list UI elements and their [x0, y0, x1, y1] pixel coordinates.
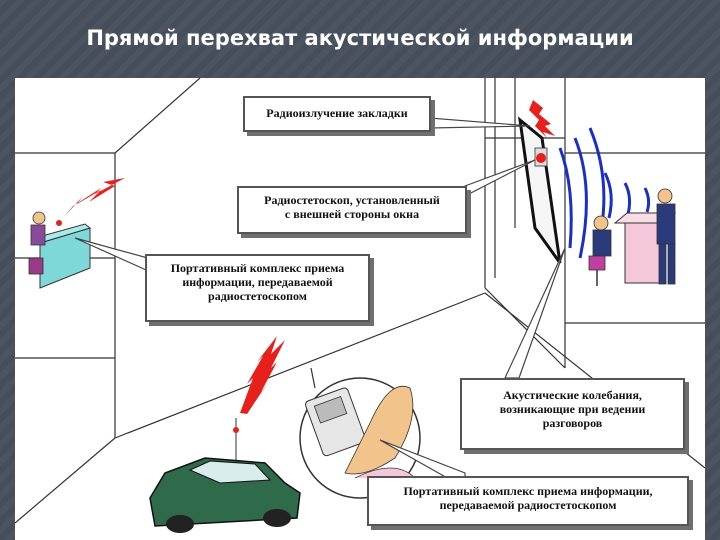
- callout-portable-top-line-2: информации, передаваемой: [182, 275, 333, 289]
- left-building: [15, 78, 201, 524]
- diagram-panel: Радиоизлучение закладки Радиостетоскоп, …: [15, 78, 705, 540]
- callout-portable-top: Портативный комплекс приема информации, …: [145, 254, 370, 322]
- window: [517, 100, 562, 264]
- diagram-illustration: [15, 78, 705, 533]
- right-room-people: [588, 188, 677, 286]
- acoustic-waves: [558, 127, 651, 259]
- slide-title: Прямой перехват акустической информации: [86, 26, 634, 50]
- street-lines: [114, 292, 486, 439]
- callout-radio-emission: Радиоизлучение закладки: [243, 96, 431, 132]
- callout-acoustic: Акустические колебания, возникающие при …: [460, 378, 685, 450]
- callout-portable-bottom-line-1: Портативный комплекс приема информации,: [403, 484, 653, 498]
- callout-radio-emission-text: Радиоизлучение закладки: [266, 106, 408, 120]
- left-desk-operator: [28, 178, 125, 289]
- device-inset: [299, 367, 421, 499]
- callout-acoustic-line-1: Акустические колебания,: [503, 388, 642, 402]
- callout-portable-top-line-3: радиостетоскопом: [208, 289, 307, 303]
- callout-stethoscope-line-1: Радиостетоскоп, установленный: [264, 193, 440, 207]
- callout-stethoscope-line-2: с внешней стороны окна: [284, 207, 420, 221]
- callout-acoustic-line-2: возникающие при ведении: [499, 402, 646, 416]
- callout-portable-top-line-1: Портативный комплекс приема: [170, 261, 345, 275]
- callout-stethoscope: Радиостетоскоп, установленный с внешней …: [237, 186, 467, 234]
- car: [149, 336, 301, 533]
- callout-portable-bottom-line-2: передаваемой радиостетоскопом: [439, 498, 617, 512]
- callout-acoustic-line-3: разговоров: [542, 416, 603, 430]
- callout-portable-bottom: Портативный комплекс приема информации, …: [367, 476, 689, 526]
